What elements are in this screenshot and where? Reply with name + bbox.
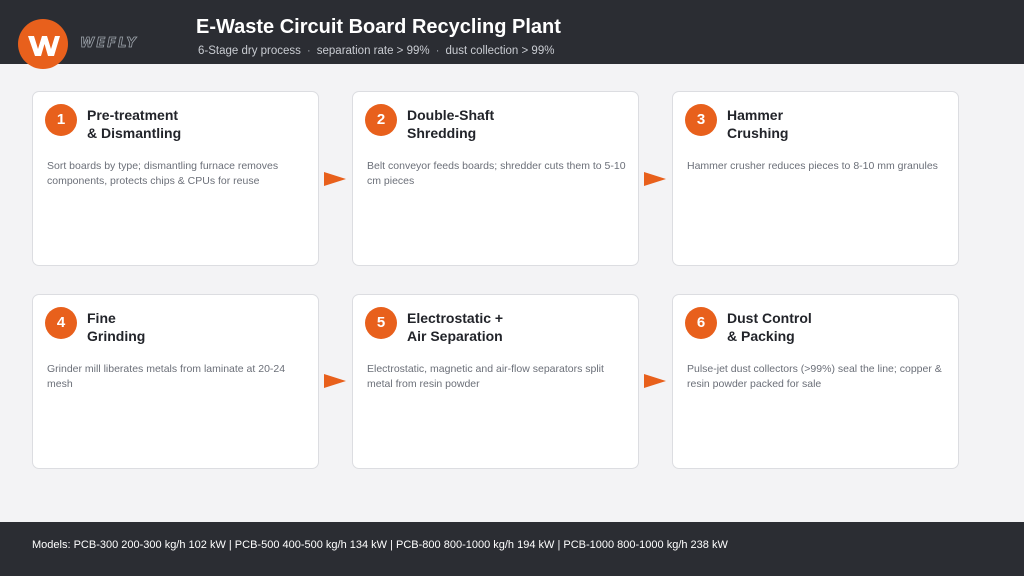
stage-description: Sort boards by type; dismantling furnace… xyxy=(47,160,279,187)
stage-number-badge: 5 xyxy=(365,307,397,339)
stage-description: Electrostatic, magnetic and air-flow sep… xyxy=(367,363,604,390)
stage-number-badge: 3 xyxy=(685,104,717,136)
stage-description: Grinder mill liberates metals from lamin… xyxy=(47,363,286,390)
subtitle-dust-collection: dust collection > 99% xyxy=(445,45,555,57)
stage-description: Hammer crusher reduces pieces to 8-10 mm… xyxy=(687,160,938,172)
stage-title-line1: Pre-treatment xyxy=(87,107,179,123)
stage-card-1: 1 Pre-treatment & Dismantling Sort board… xyxy=(32,91,319,266)
stage-card-5: 5 Electrostatic + Air Separation Electro… xyxy=(352,294,639,469)
header-bar: WEFLY E-Waste Circuit Board Recycling Pl… xyxy=(0,0,1024,69)
subtitle-separator: · xyxy=(435,45,440,57)
stage-card-2: 2 Double-Shaft Shredding Belt conveyor f… xyxy=(352,91,639,266)
stage-title: Pre-treatment & Dismantling xyxy=(87,106,181,142)
stage-title: Electrostatic + Air Separation xyxy=(407,309,503,345)
stage-title: Dust Control & Packing xyxy=(727,309,812,345)
subtitle-separator: · xyxy=(306,45,311,57)
stage-title-line1: Electrostatic + xyxy=(407,310,504,326)
stage-number-badge: 1 xyxy=(45,104,77,136)
stage-title-line2: & Packing xyxy=(727,328,795,344)
wefly-logo-icon xyxy=(18,19,68,69)
stage-card-4: 4 Fine Grinding Grinder mill liberates m… xyxy=(32,294,319,469)
stage-title-line2: Shredding xyxy=(407,125,477,141)
stage-title: Hammer Crushing xyxy=(727,106,788,142)
stage-title-line1: Dust Control xyxy=(727,310,812,326)
stage-title: Double-Shaft Shredding xyxy=(407,106,494,142)
flow-arrow-icon xyxy=(644,172,666,186)
stage-card-3: 3 Hammer Crushing Hammer crusher reduces… xyxy=(672,91,959,266)
subtitle-separation-rate: separation rate > 99% xyxy=(316,45,430,57)
subtitle-process: 6-Stage dry process xyxy=(198,45,301,57)
stage-title-line1: Fine xyxy=(87,310,116,326)
brand-wordmark: WEFLY xyxy=(80,36,138,52)
stage-title: Fine Grinding xyxy=(87,309,145,345)
stage-title-line2: Crushing xyxy=(727,125,789,141)
stage-title-line2: Air Separation xyxy=(407,328,503,344)
stage-number-badge: 6 xyxy=(685,307,717,339)
stage-title-line1: Hammer xyxy=(727,107,784,123)
models-spec-text: Models: PCB-300 200-300 kg/h 102 kW | PC… xyxy=(32,539,728,551)
flow-arrow-icon xyxy=(324,374,346,388)
stage-number-badge: 2 xyxy=(365,104,397,136)
flow-arrow-icon xyxy=(644,374,666,388)
stage-description: Belt conveyor feeds boards; shredder cut… xyxy=(367,160,626,187)
stage-number-badge: 4 xyxy=(45,307,77,339)
stage-card-6: 6 Dust Control & Packing Pulse-jet dust … xyxy=(672,294,959,469)
stage-title-line1: Double-Shaft xyxy=(407,107,495,123)
stage-description: Pulse-jet dust collectors (>99%) seal th… xyxy=(687,363,942,390)
page-subtitle: 6-Stage dry process · separation rate > 99… xyxy=(198,45,554,57)
stage-title-line2: Grinding xyxy=(87,328,146,344)
footer-bar: Models: PCB-300 200-300 kg/h 102 kW | PC… xyxy=(0,522,1024,576)
stage-title-line2: & Dismantling xyxy=(87,125,182,141)
page-title: E-Waste Circuit Board Recycling Plant xyxy=(196,16,561,38)
flow-arrow-icon xyxy=(324,172,346,186)
